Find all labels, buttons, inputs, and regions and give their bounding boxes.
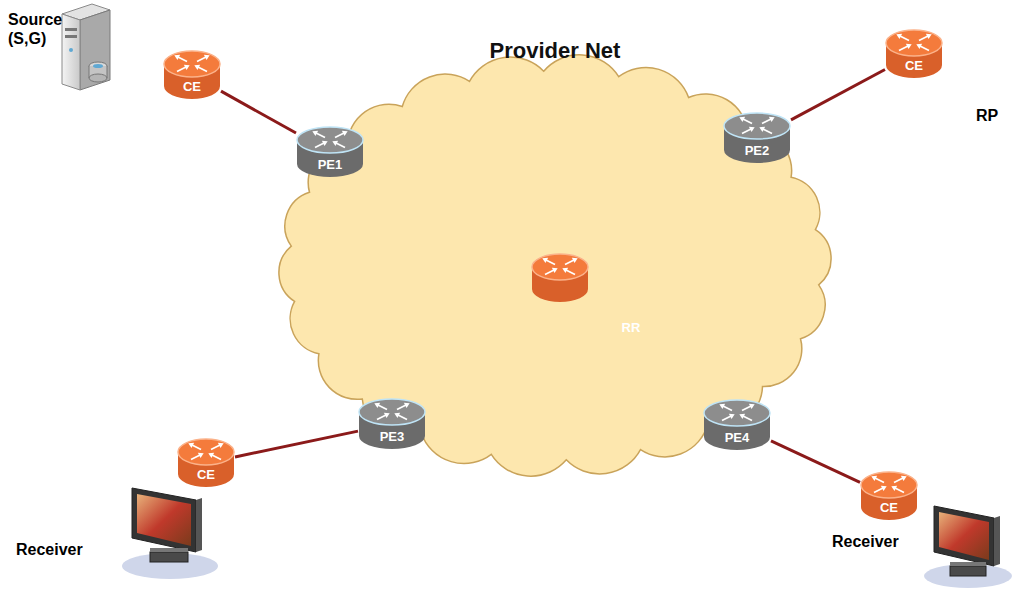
router-arrows: [542, 258, 577, 275]
pe-router: PE3: [358, 398, 426, 450]
router-name: PE1: [296, 126, 364, 173]
route-reflector: RR: [531, 253, 589, 303]
router-name: CE: [163, 50, 221, 95]
router-arrows: [719, 404, 754, 421]
router-arrows: [188, 443, 223, 460]
ce-router: CE: [163, 50, 221, 100]
access-link: [771, 441, 860, 483]
router-top: [886, 30, 942, 56]
cloud-shape: [279, 55, 831, 476]
access-link: [221, 91, 296, 133]
access-link: [235, 431, 358, 457]
pe-router: PE2: [723, 112, 791, 164]
router-arrows: [174, 55, 209, 72]
rp-label: RP: [976, 106, 1008, 125]
router-name: CE: [885, 29, 943, 74]
router-arrows: [871, 476, 906, 493]
router-name: CE: [860, 471, 918, 516]
router-icon: [531, 253, 589, 303]
router-arrows: [739, 117, 774, 134]
router-arrows: [312, 131, 347, 148]
router-name: RR: [531, 291, 731, 336]
ce-router: CE: [177, 438, 235, 488]
tv-receiver-icon: [924, 506, 1012, 588]
tv-receiver-icon: [122, 488, 218, 579]
router-top: [359, 399, 425, 425]
router-name: PE4: [703, 399, 771, 446]
source-label: Source (S,G): [8, 10, 62, 48]
router-name: PE3: [358, 398, 426, 445]
router-top: [164, 51, 220, 77]
ce-router: CE: [860, 471, 918, 521]
cloud-title: Provider Net: [270, 38, 840, 64]
router-top: [178, 439, 234, 465]
router-top: [297, 127, 363, 153]
router-arrows: [374, 403, 409, 420]
router-top: [861, 472, 917, 498]
pe-router: PE4: [703, 399, 771, 451]
router-top: [704, 400, 770, 426]
router-name: PE2: [723, 112, 791, 159]
router-arrows: [896, 34, 931, 51]
receiver-label: Receiver: [16, 540, 106, 559]
access-link: [791, 70, 885, 120]
server-icon: [62, 4, 110, 90]
ce-router: CE: [885, 29, 943, 79]
router-top: [532, 254, 588, 280]
router-top: [724, 113, 790, 139]
router-name: CE: [177, 438, 235, 483]
receiver-label: Receiver: [832, 532, 922, 551]
pe-router: PE1: [296, 126, 364, 178]
